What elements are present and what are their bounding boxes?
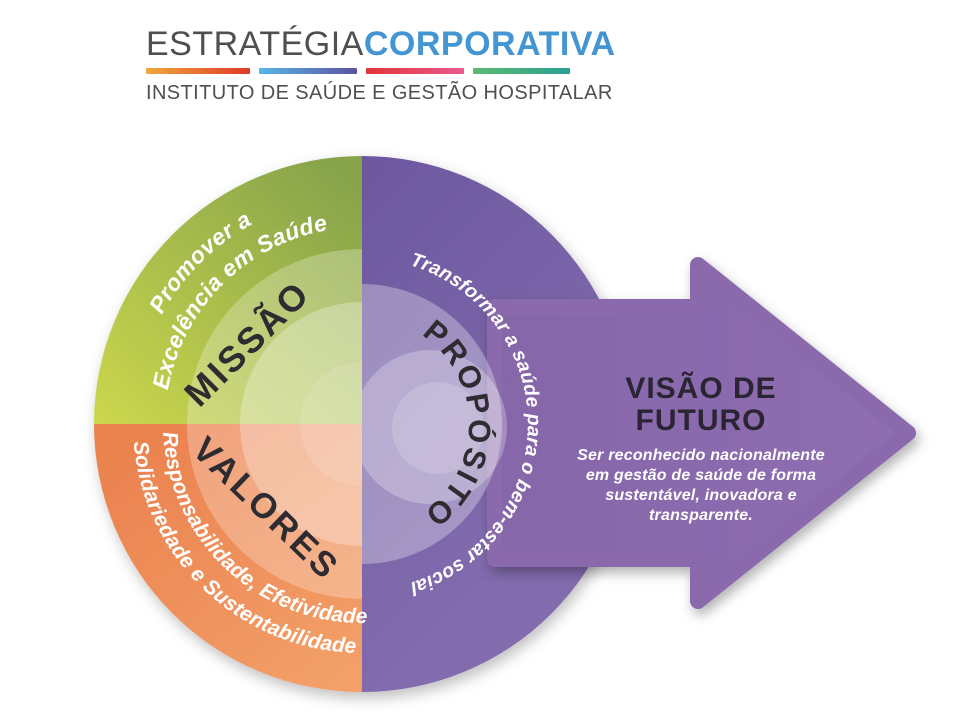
inner-circle-left xyxy=(240,302,362,546)
vision-body-line1: Ser reconhecido nacionalmente xyxy=(577,447,825,464)
vision-body-line3: sustentável, inovadora e xyxy=(605,487,797,504)
valores-quadrant xyxy=(94,424,362,692)
vision-title-line1: VISÃO DE xyxy=(625,371,776,405)
brand-header: ESTRATÉGIACORPORATIVA INSTITUTO DE SAÚDE… xyxy=(146,26,616,105)
divider-bar-orange xyxy=(146,68,250,74)
vision-arrow xyxy=(487,257,916,609)
brand-title: ESTRATÉGIACORPORATIVA xyxy=(146,26,616,62)
ring-overlay-left xyxy=(187,249,362,599)
brand-word-corporativa: CORPORATIVA xyxy=(363,25,616,63)
divider-bar-green xyxy=(473,68,570,74)
vision-title-line2: FUTURO xyxy=(636,404,767,437)
divider-bar-blue xyxy=(259,68,357,74)
inner-circle-right xyxy=(362,350,507,504)
ring-overlay-right xyxy=(362,284,502,564)
missao-quadrant xyxy=(94,156,362,424)
brand-divider-bars xyxy=(146,68,616,74)
divider-bar-pink xyxy=(366,68,464,74)
core-circle-right xyxy=(392,382,484,474)
brand-subtitle: INSTITUTO DE SAÚDE E GESTÃO HOSPITALAR xyxy=(146,82,613,104)
core-circle-left xyxy=(300,362,362,486)
vision-body-line2: em gestão de saúde de forma xyxy=(586,467,816,484)
vision-body-line4: transparente. xyxy=(649,507,753,524)
brand-word-estrategia: ESTRATÉGIA xyxy=(146,25,364,63)
